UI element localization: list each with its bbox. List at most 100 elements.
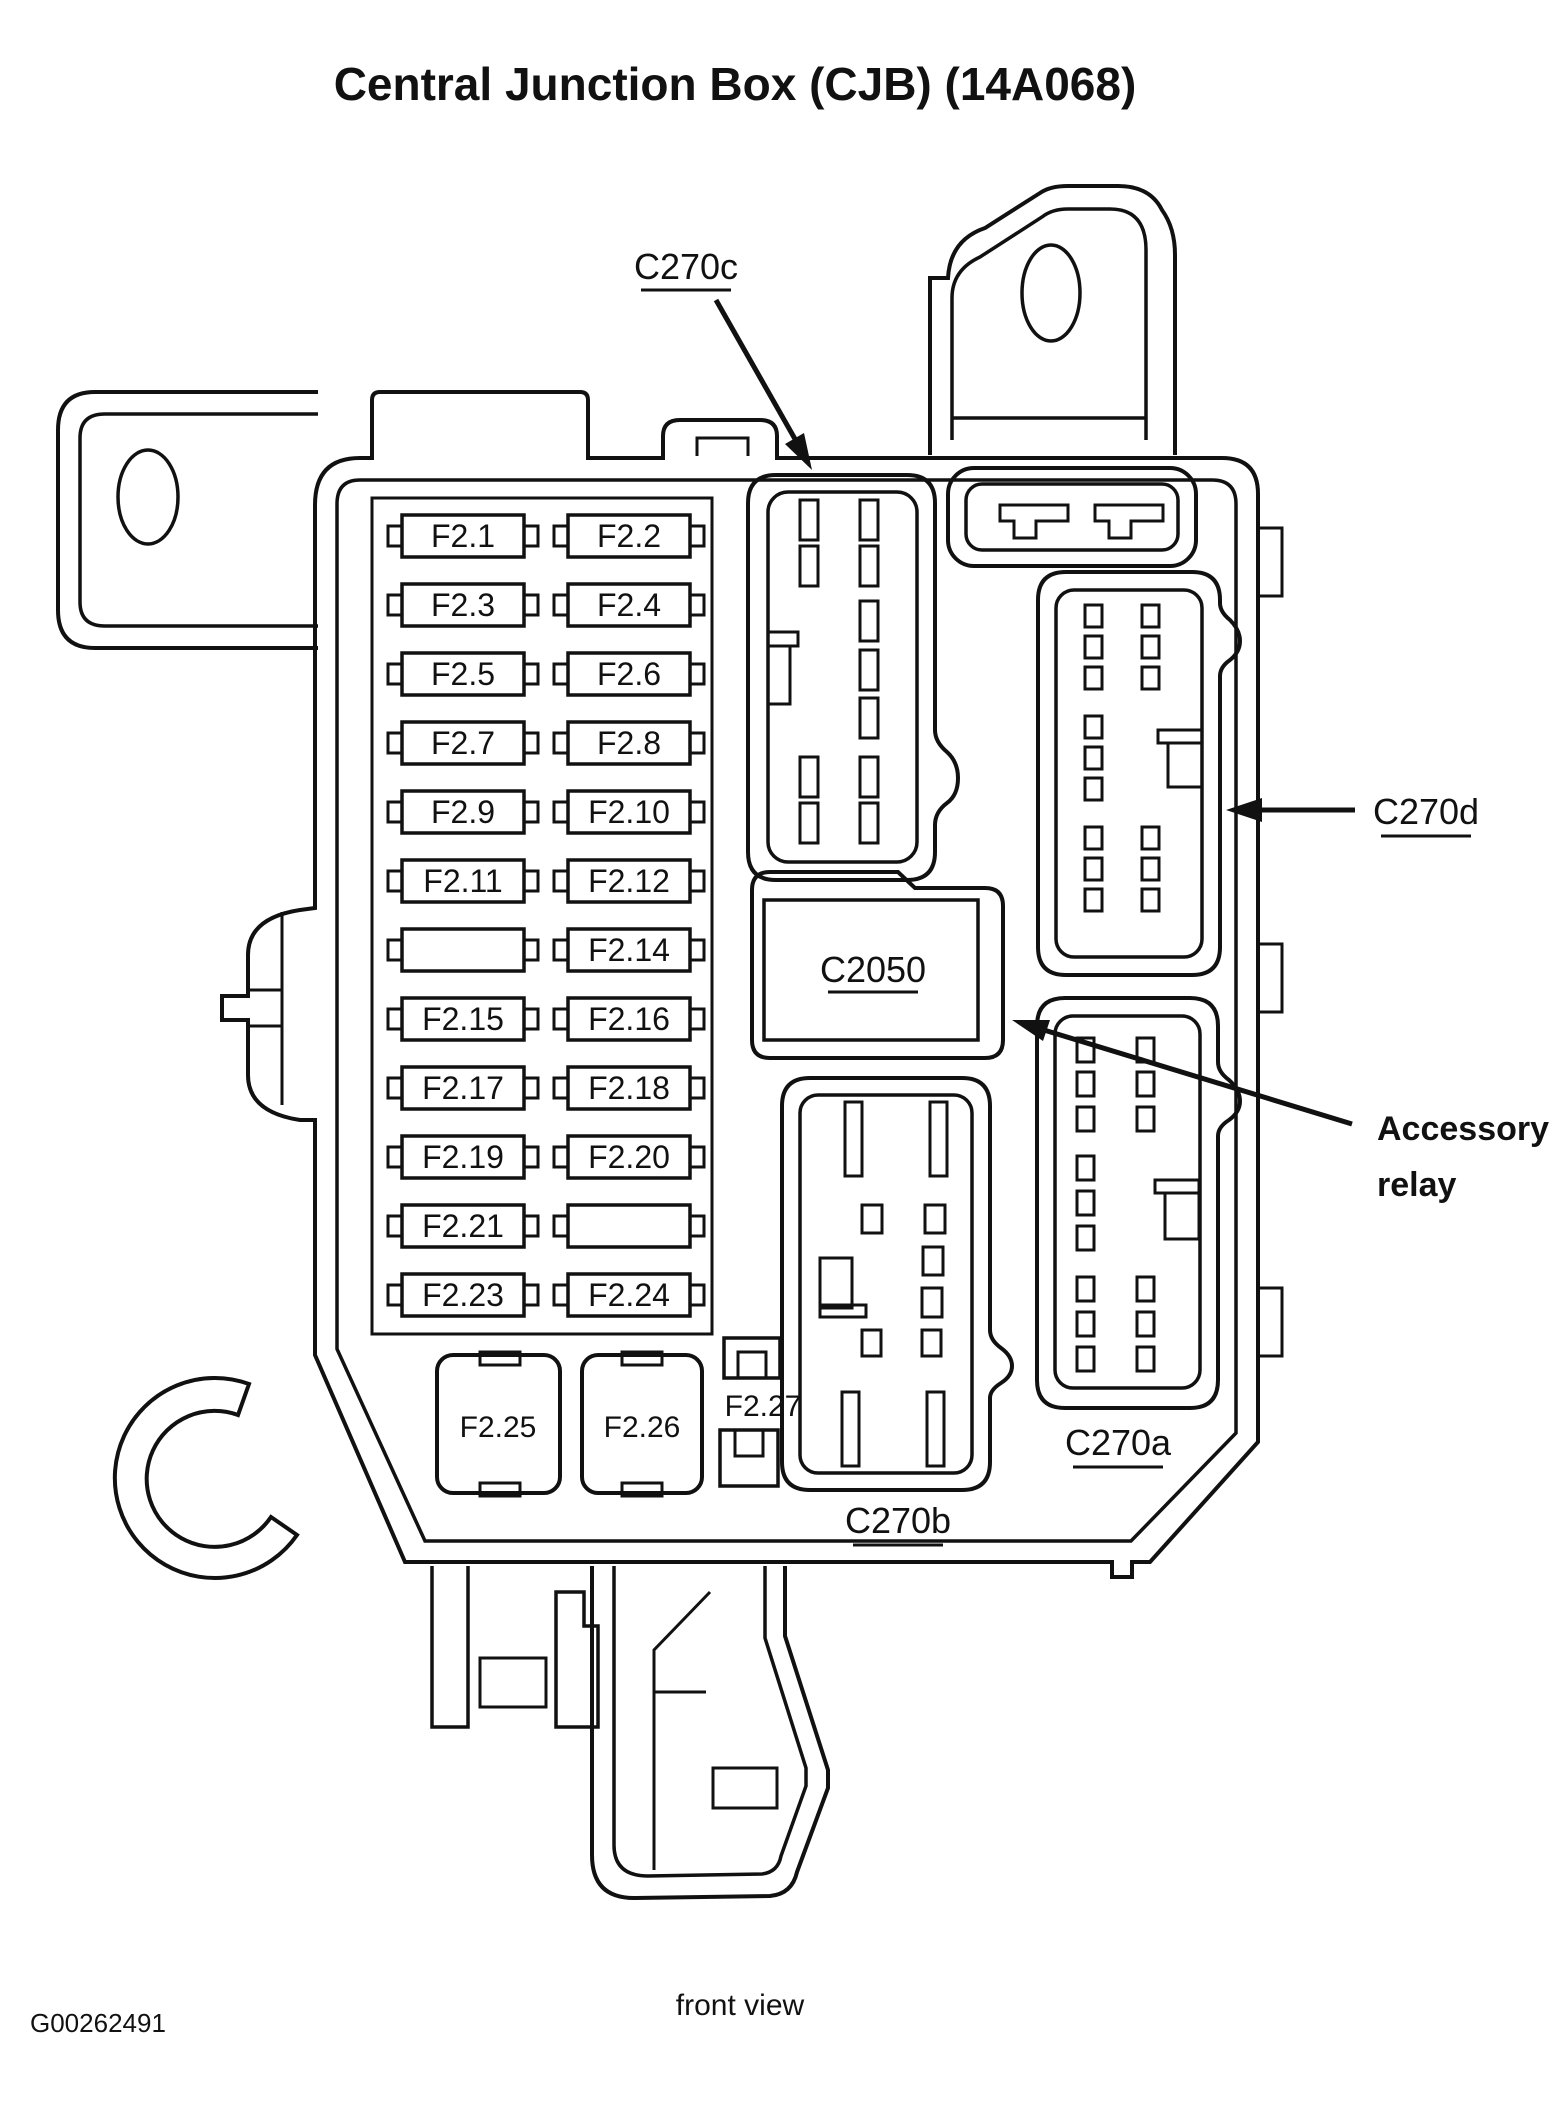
fuse-ear xyxy=(552,1214,570,1238)
fuse-ear xyxy=(522,662,540,686)
c270c-arrow xyxy=(713,298,798,441)
fuse-label: F2.9 xyxy=(431,794,495,830)
c270d-slot xyxy=(1083,825,1104,851)
fuse-ear xyxy=(386,1283,404,1307)
fuse-ear xyxy=(522,938,540,962)
fuse-label: F2.17 xyxy=(422,1070,504,1106)
fuse-cap-bottom xyxy=(718,1428,780,1488)
c270d-slot xyxy=(1140,665,1161,691)
fuse-label: F2.18 xyxy=(588,1070,670,1106)
c270c-arrowhead xyxy=(785,433,812,470)
fuse-label: F2.6 xyxy=(597,656,661,692)
callout-c270a: C270a xyxy=(1065,1422,1172,1469)
c270d-slot xyxy=(1083,665,1104,691)
foot-detail xyxy=(652,1590,712,1870)
fuse-ear xyxy=(522,1076,540,1100)
c270a-slot xyxy=(1075,1154,1096,1182)
fuse-ear xyxy=(688,731,706,755)
fuse-row: F2.14 xyxy=(386,927,706,973)
fuse-ear xyxy=(688,1283,706,1307)
fuse-ear xyxy=(522,1283,540,1307)
c270b-label: C270b xyxy=(845,1500,951,1541)
c2050-label: C2050 xyxy=(820,949,926,990)
fuse-ear xyxy=(522,593,540,617)
top-right-tab-outer xyxy=(928,184,1177,455)
fuse-cap-top xyxy=(722,1336,782,1380)
connector-c270a xyxy=(1035,996,1243,1410)
c270a-outer xyxy=(1035,996,1243,1410)
c270b-slot xyxy=(920,1286,944,1319)
fuse-ear xyxy=(386,524,404,548)
top-right-tab-hole xyxy=(1020,243,1082,343)
fuse-label: F2.21 xyxy=(422,1208,504,1244)
fuse-ear xyxy=(522,731,540,755)
fuse-ear xyxy=(386,800,404,824)
fuse xyxy=(400,927,526,973)
c270b-outer xyxy=(780,1076,1015,1492)
fuse-label: F2.25 xyxy=(460,1411,537,1444)
c270d-slot xyxy=(1083,776,1104,802)
c270d-slot xyxy=(1083,856,1104,882)
fuse-label: F2.11 xyxy=(423,863,502,899)
figure-code: G00262491 xyxy=(30,2008,166,2038)
c270b-slot xyxy=(920,1328,943,1358)
accessory-relay-arrowhead xyxy=(1012,1020,1050,1041)
fuse-ear xyxy=(552,662,570,686)
fuse-ear xyxy=(688,869,706,893)
fuse-ear xyxy=(386,869,404,893)
fuse-cap-top-inner xyxy=(736,1350,768,1380)
c270b-key-tab xyxy=(818,1256,854,1310)
c270d-outer xyxy=(1036,570,1243,977)
callout-c270d: C270d xyxy=(1226,791,1479,838)
c270a-key-tab xyxy=(1163,1191,1201,1241)
top-notch-step xyxy=(695,436,750,456)
callout-c270b: C270b xyxy=(845,1500,951,1547)
fuse-label: F2.10 xyxy=(588,794,670,830)
c270b-slot xyxy=(860,1203,884,1235)
c270c-slot xyxy=(858,498,880,542)
fuse-label: F2.2 xyxy=(597,518,661,554)
keyway-outer xyxy=(946,466,1198,568)
fuse-row: F2.21 xyxy=(386,1203,706,1249)
c270a-slot xyxy=(1075,1275,1096,1303)
fuse-ear xyxy=(688,1007,706,1031)
fuse-ear xyxy=(688,1076,706,1100)
fuse-ear xyxy=(522,1145,540,1169)
hook-clip xyxy=(112,1376,300,1580)
connector-c270c xyxy=(746,473,961,882)
fuse-label: F2.8 xyxy=(597,725,661,761)
right-tab-2 xyxy=(1256,942,1284,1014)
c270a-key-tab xyxy=(1153,1178,1201,1195)
c270d-slot xyxy=(1140,856,1161,882)
large-fuse-f26: F2.26 xyxy=(580,1350,704,1498)
fuse-label: F2.24 xyxy=(588,1277,670,1313)
c270c-slot xyxy=(798,498,820,542)
fuse-ear xyxy=(552,524,570,548)
fuse-body xyxy=(435,1353,562,1495)
fuse-grid: F2.1 F2.2 F2.3 F2.4 F2.5 F2.6 F2.7 F2.8 xyxy=(370,496,714,1336)
c270c-key-tab xyxy=(766,630,800,648)
fuse-ear xyxy=(522,869,540,893)
fuse-notch xyxy=(478,1481,522,1498)
fuse-ear xyxy=(552,1283,570,1307)
large-fuse-f27: F2.27 xyxy=(718,1336,801,1488)
foot-tab xyxy=(711,1766,779,1810)
fuse-ear xyxy=(386,1145,404,1169)
fuse-row: F2.7 F2.8 xyxy=(386,720,706,766)
fuse-label: F2.23 xyxy=(422,1277,504,1313)
fuse-ear xyxy=(552,1076,570,1100)
c270a-slot xyxy=(1075,1310,1096,1338)
view-caption: front view xyxy=(676,1989,805,2022)
c270a-slot xyxy=(1075,1224,1096,1252)
c270a-slot xyxy=(1135,1310,1156,1338)
fuse-row: F2.1 F2.2 xyxy=(386,513,706,559)
right-tab-1 xyxy=(1256,526,1284,598)
fuse-label: F2.19 xyxy=(422,1139,504,1175)
fuse-ear xyxy=(552,731,570,755)
fuse-label: F2.3 xyxy=(431,587,495,623)
fuse-label: F2.7 xyxy=(431,725,495,761)
c270d-slot xyxy=(1083,603,1104,629)
fuse-notch xyxy=(620,1350,664,1367)
fuse-ear xyxy=(552,1145,570,1169)
c270a-slot xyxy=(1135,1345,1156,1373)
